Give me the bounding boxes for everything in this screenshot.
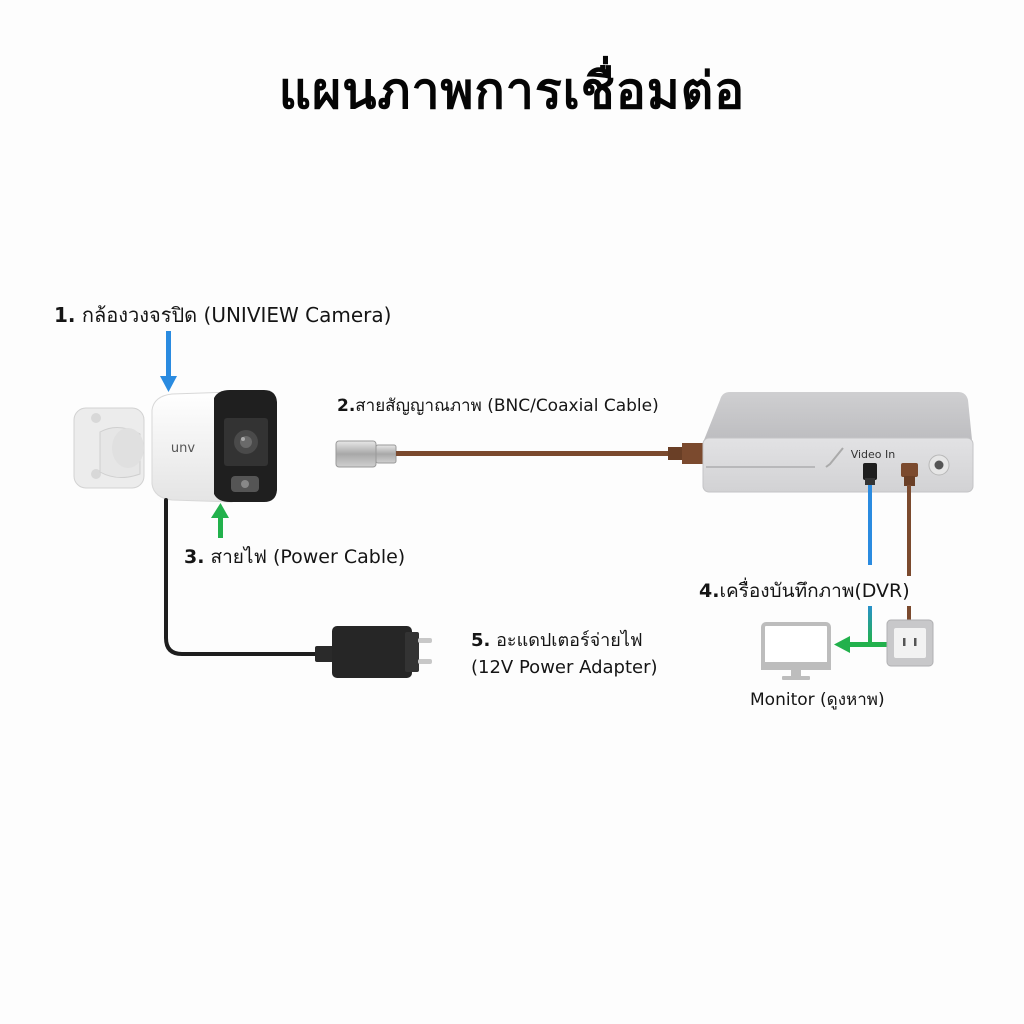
green-arrow-left-icon (834, 636, 888, 653)
adapter-label-line2: (12V Power Adapter) (471, 657, 658, 678)
coax-label-num: 2. (337, 396, 356, 416)
power-cable-label-text: สายไฟ (Power Cable) (210, 546, 406, 568)
dvr-label-text: เครื่องบันทึกภาพ(DVR) (719, 580, 910, 602)
power-cable (164, 498, 320, 656)
adapter-label-num: 5. (471, 630, 491, 651)
video-out-cable (868, 485, 872, 565)
camera-label: 1. กล้องวงจรปิด (UNIVIEW Camera) (54, 299, 391, 331)
adapter-label-line1: อะแดปเตอร์จ่ายไฟ (496, 630, 643, 651)
camera-label-text: กล้องวงจรปิด (UNIVIEW Camera) (81, 303, 392, 327)
adapter-label: 5. อะแดปเตอร์จ่ายไฟ (12V Power Adapter) (471, 627, 658, 681)
power-adapter-icon (315, 626, 432, 678)
coax-label: 2.สายสัญญาณภาพ (BNC/Coaxial Cable) (337, 392, 659, 419)
video-in-label: Video In (851, 448, 896, 461)
dvr-label-num: 4. (699, 580, 720, 602)
power-cable-label-num: 3. (184, 546, 205, 568)
power-outlet-icon (886, 619, 934, 667)
dvr-power-cable (907, 485, 911, 621)
dvr-label: 4.เครื่องบันทึกภาพ(DVR) (697, 576, 912, 606)
camera-label-num: 1. (54, 303, 76, 327)
monitor-icon (761, 622, 831, 680)
coax-cable (335, 440, 704, 468)
green-arrow-up-icon (211, 503, 229, 538)
blue-arrow-icon (160, 331, 177, 392)
coax-label-text: สายสัญญาณภาพ (BNC/Coaxial Cable) (355, 396, 659, 416)
camera-icon: unv (73, 390, 277, 503)
diagram-title: แผนภาพการเชื่อมต่อ (278, 62, 746, 120)
camera-brand-label: unv (171, 441, 195, 456)
monitor-label: Monitor (ดูงหาพ) (750, 690, 885, 710)
dvr-icon: Video In (702, 392, 974, 493)
power-cable-label: 3. สายไฟ (Power Cable) (184, 542, 405, 572)
